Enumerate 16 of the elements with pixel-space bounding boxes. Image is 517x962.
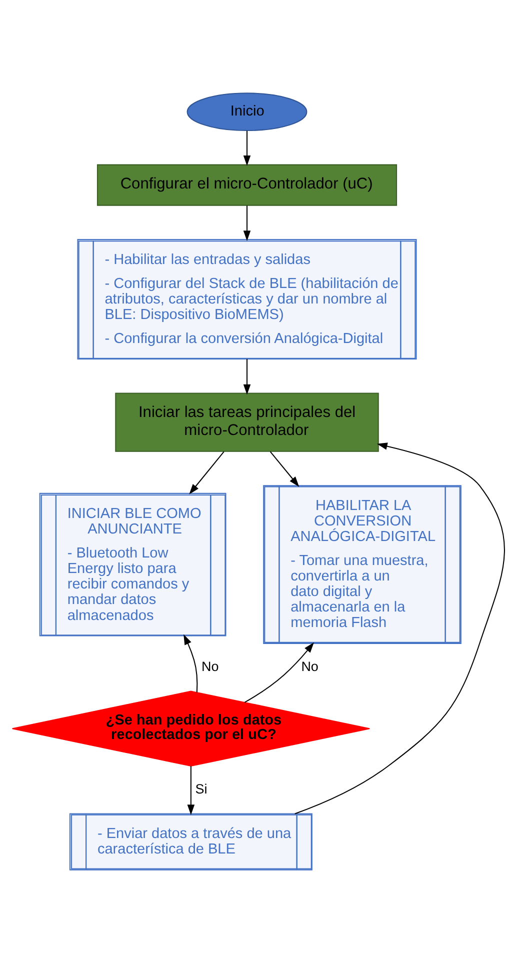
edge-label: No [301, 658, 318, 674]
arrow [294, 442, 505, 814]
arrow [270, 450, 300, 486]
arrow [187, 766, 195, 815]
node-box: Iniciar las tareas principales del micro-Controlador [115, 392, 379, 452]
arrow [189, 450, 224, 494]
node-diamond: ¿Se han pedido los datos recolectados por el uC? [12, 690, 370, 766]
arrow [243, 130, 251, 166]
node-box: Configurar el micro-Controlador (uC) [96, 164, 398, 206]
arrow [244, 642, 314, 702]
edge-label: Si [195, 780, 208, 796]
arrow [243, 205, 251, 240]
node-ellipse: Inicio [186, 92, 308, 131]
edge-label: No [202, 658, 219, 674]
arrow [243, 358, 251, 394]
arrow [184, 634, 198, 692]
